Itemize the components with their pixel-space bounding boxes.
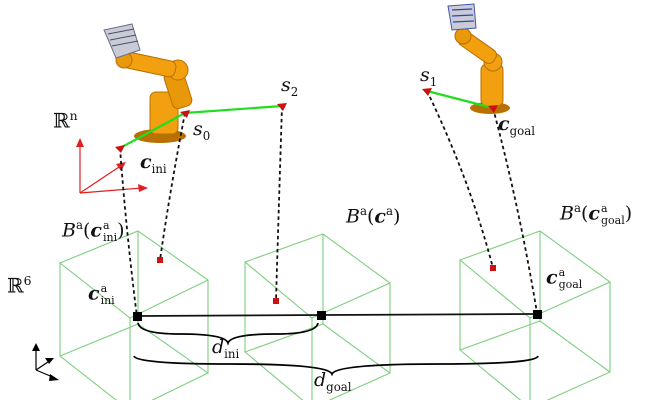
label-c-ini: cini <box>140 153 167 176</box>
box-goal-pre: B <box>560 202 574 225</box>
proj-s0 <box>157 257 163 263</box>
rn-axes <box>76 138 148 194</box>
box-ini-open: ( <box>82 219 91 242</box>
node-cgoal <box>533 310 542 319</box>
box-mid-c: c <box>374 205 386 228</box>
label-d-ini: dini <box>212 338 239 361</box>
cgoal-marker <box>488 105 498 113</box>
box-ini-c: c <box>90 219 102 242</box>
label-box-mid: Ba(ca) <box>346 204 401 228</box>
s2-sub: 2 <box>290 84 299 99</box>
c-ini-base: c <box>140 151 152 173</box>
rn-sup: n <box>69 108 78 123</box>
ca-ini-sub: ini <box>100 293 115 307</box>
box-goal-open: ( <box>580 202 589 225</box>
label-c-goal: cgoal <box>498 115 535 138</box>
c-goal-sub: goal <box>509 123 535 138</box>
c-goal-base: c <box>498 113 510 135</box>
ca-ini-sup: a <box>100 282 108 295</box>
proj-s1 <box>490 265 496 271</box>
d-ini-sub: ini <box>224 346 240 361</box>
label-space-r6: ℝ6 <box>7 273 32 298</box>
brace-d-ini <box>137 322 319 346</box>
label-space-rn: ℝn <box>53 108 78 133</box>
robot-arm-goal <box>447 3 510 114</box>
node-c <box>317 311 326 320</box>
r6-sup: 6 <box>23 273 32 288</box>
box-mid-close: ) <box>393 205 401 228</box>
d-goal-base: d <box>314 369 327 391</box>
box-mid-open: ( <box>366 205 375 228</box>
box-ini-close: ) <box>117 219 125 242</box>
label-d-goal: dgoal <box>314 371 352 394</box>
s1-sub: 1 <box>429 74 438 89</box>
label-s0: s0 <box>193 120 210 143</box>
ca-goal-sup: a <box>558 266 566 279</box>
box-goal-sup: a <box>573 201 581 216</box>
box-mid-sup: a <box>359 204 367 218</box>
r6-nodes <box>133 310 542 321</box>
box-goal-c-sub: goal <box>600 213 625 227</box>
box-ini-c-sub: ini <box>102 230 118 244</box>
red-points <box>115 88 498 304</box>
cube-mid <box>243 233 392 400</box>
box-mid-c-sup: a <box>385 204 393 218</box>
d-goal-sub: goal <box>326 379 352 394</box>
box-mid-pre: B <box>346 205 360 228</box>
box-goal-close: ) <box>624 202 633 225</box>
label-s1: s1 <box>420 66 437 89</box>
s0-sub: 0 <box>202 128 211 143</box>
r6-axes <box>32 343 59 381</box>
cini-marker <box>115 145 125 153</box>
projection-lines <box>119 90 538 318</box>
box-ini-pre: B <box>62 219 76 242</box>
ca-ini-base: c <box>88 282 100 305</box>
rn-base: ℝ <box>53 108 70 133</box>
ca-goal-sub: goal <box>558 277 583 291</box>
box-goal-c-sup: a <box>600 202 608 215</box>
proj-s2 <box>273 298 279 304</box>
s2-marker <box>277 103 287 111</box>
d-ini-base: d <box>212 336 225 358</box>
box-goal-c: c <box>588 202 600 225</box>
node-cini <box>133 312 142 321</box>
s0-marker <box>180 110 190 118</box>
ca-goal-base: c <box>546 266 558 289</box>
s0-base: s <box>193 118 203 140</box>
s1-base: s <box>420 64 430 86</box>
box-ini-c-sup: a <box>102 219 110 232</box>
robot-arm-ini <box>103 23 193 143</box>
c-ini-sub: ini <box>151 161 167 176</box>
box-ini-sup: a <box>75 218 83 233</box>
brace-d-goal <box>133 355 539 377</box>
cube-goal <box>458 230 612 400</box>
r6-path <box>137 313 539 317</box>
label-s2: s2 <box>281 76 298 99</box>
s1-marker <box>422 88 432 96</box>
cube-ini <box>58 230 210 400</box>
r6-base: ℝ <box>7 273 24 298</box>
s2-base: s <box>281 74 291 96</box>
